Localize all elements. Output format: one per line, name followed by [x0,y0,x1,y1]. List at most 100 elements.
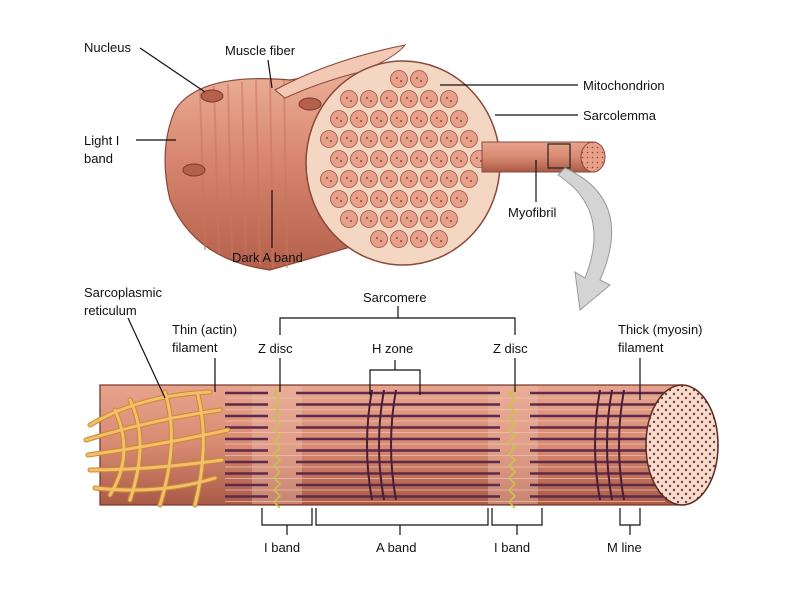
myofibril-dot [346,137,348,139]
myofibril-dot [380,240,382,242]
myofibril-dot [346,177,348,179]
myofibril-dot [456,117,458,119]
label-dark-a-band: Dark A band [232,250,303,265]
label-thick-filament-2: filament [618,340,664,355]
myofibril-circle [430,150,448,168]
myofibril-dot [436,237,438,239]
label-light-i-band-2: band [84,151,113,166]
label-thick-filament: Thick (myosin) [618,322,703,337]
myofibril-dot [430,100,432,102]
myofibril-circle [440,90,458,108]
label-thin-filament: Thin (actin) [172,322,237,337]
label-sarcolemma: Sarcolemma [583,108,657,123]
myofibril-dot [460,120,462,122]
myofibril-circle [340,170,358,188]
myofibril-cross-section [645,384,719,506]
myofibril-dot [440,240,442,242]
nucleus-shape [182,163,206,177]
myofibril-dot [360,120,362,122]
myofibril-dot [450,100,452,102]
myofibril-dot [426,137,428,139]
myofibril-circle [370,230,388,248]
myofibril-circle [390,110,408,128]
myofibril-circle [400,130,418,148]
myofibril-circle [400,90,418,108]
myofibril-dot [436,197,438,199]
myofibril-circle [450,150,468,168]
myofibril-dot [470,180,472,182]
myofibril-dot [446,97,448,99]
z-disc-lines [272,387,517,509]
myofibril-circle [390,150,408,168]
myofibril-circle [430,230,448,248]
myofibril-circle [360,170,378,188]
myofibril-circle [460,170,478,188]
z-disc-line [272,387,282,509]
label-i-band-left: I band [264,540,300,555]
myofibril-dot [420,200,422,202]
label-h-zone: H zone [372,341,413,356]
myofibril-circle [450,190,468,208]
myofibril-dot [406,217,408,219]
label-z-disc-right: Z disc [493,341,528,356]
myofibril-dot [390,180,392,182]
myofibril-circle [410,110,428,128]
myofibril-circle [350,110,368,128]
label-muscle-fiber: Muscle fiber [225,43,296,58]
myofibril-dot [360,200,362,202]
myofibril-dot [340,120,342,122]
myofibril-circle [440,170,458,188]
myofibril-circle [410,230,428,248]
myofibril-dot [330,140,332,142]
myofibril-dot [410,180,412,182]
myofibril-dot [446,217,448,219]
label-nucleus: Nucleus [84,40,131,55]
z-disc-line [507,387,517,509]
myofibril-dot [366,177,368,179]
myofibril-circle [340,130,358,148]
myofibril-dot [430,220,432,222]
myofibril-dot [416,117,418,119]
myofibril-dot [380,200,382,202]
myofibril-dot [396,197,398,199]
myofibril-dot [436,117,438,119]
myofibril-dot [440,160,442,162]
myofibril-dot [460,200,462,202]
myofibril-dot [366,137,368,139]
myofibril-dot [336,197,338,199]
myofibril-circle [330,110,348,128]
myofibril-dot [380,120,382,122]
myofibril-circle [420,130,438,148]
myofibril-dot [336,117,338,119]
h-zone-arcs [366,389,625,501]
myofibril-dot [466,137,468,139]
myofibril-dot [376,157,378,159]
myofibril-dot [386,97,388,99]
myofibril-dot [420,240,422,242]
myofibril-circle [340,210,358,228]
sarcomere-illustration [83,384,719,509]
myofibril-circle [390,230,408,248]
myofibril-dot [370,180,372,182]
myofibril-dot [420,120,422,122]
label-sarcoplasmic: Sarcoplasmic [84,285,163,300]
myofibril-circle [460,130,478,148]
myofibril-dot [426,217,428,219]
myofibril-circle [430,190,448,208]
myofibril-dot [350,180,352,182]
myofibril-circle [370,190,388,208]
myofibril-dot [326,177,328,179]
myofibril-dot [356,157,358,159]
myofibril-circle [320,170,338,188]
myofibril-circle [410,150,428,168]
myofibril-dot [466,177,468,179]
myofibril-dot [420,80,422,82]
label-reticulum: reticulum [84,303,137,318]
myofibril-circle [390,70,408,88]
myofibril-circle [360,210,378,228]
myofibril-dot [366,97,368,99]
myofibril-dot [460,160,462,162]
myofibril-circle [370,150,388,168]
thick-filaments [225,391,665,502]
myofibril-dot [360,160,362,162]
